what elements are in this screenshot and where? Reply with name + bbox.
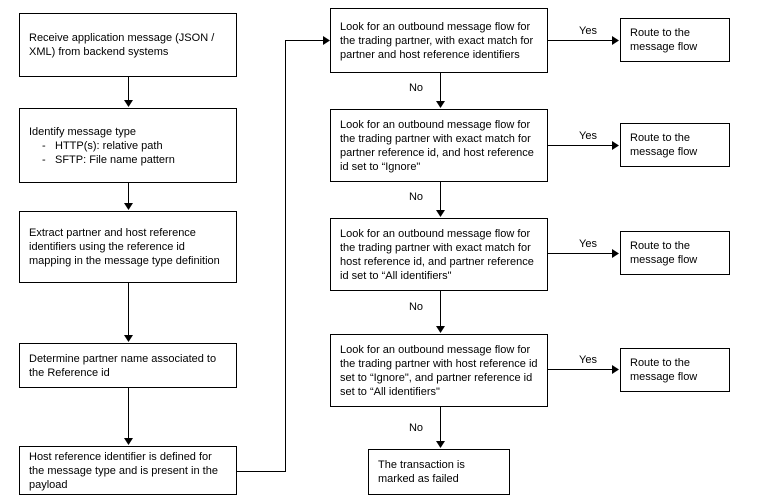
decision-exact-partner-host-match: Look for an outbound message flow for th…: [330, 8, 548, 73]
step-text: Receive application message (JSON / XML)…: [29, 32, 215, 58]
arrowhead: [124, 100, 133, 107]
route-to-message-flow-box: Route to the message flow: [620, 348, 730, 392]
step-text: Host reference identifier is defined for…: [29, 450, 218, 491]
arrowhead: [124, 438, 133, 445]
yes-label: Yes: [579, 354, 597, 366]
step-text: Determine partner name associated to the…: [29, 352, 217, 379]
step-text: Identify message type: [29, 125, 137, 138]
decision-text: Look for an outbound message flow for th…: [340, 343, 538, 398]
route-text: Route to the message flow: [630, 240, 698, 266]
route-text: Route to the message flow: [630, 132, 698, 158]
no-label: No: [408, 301, 424, 313]
decision-partner-match-host-ignore: Look for an outbound message flow for th…: [330, 109, 548, 182]
step-bullet: SFTP: File name pattern: [29, 153, 227, 167]
decision-text: Look for an outbound message flow for th…: [340, 20, 534, 61]
route-to-message-flow-box: Route to the message flow: [620, 231, 730, 275]
transaction-failed-box: The transaction is marked as failed: [368, 449, 510, 495]
arrowhead: [124, 335, 133, 342]
arrowhead: [436, 326, 445, 333]
no-label: No: [408, 191, 424, 203]
arrowhead: [612, 365, 619, 374]
step-extract-identifiers: Extract partner and host reference ident…: [19, 211, 237, 283]
connector-l5-d1: [237, 40, 323, 472]
arrowhead: [124, 203, 133, 210]
step-host-reference-defined: Host reference identifier is defined for…: [19, 446, 237, 495]
step-determine-partner-name: Determine partner name associated to the…: [19, 343, 237, 388]
step-identify-message-type: Identify message type HTTP(s): relative …: [19, 108, 237, 183]
decision-host-ignore-partner-all: Look for an outbound message flow for th…: [330, 334, 548, 407]
arrowhead: [612, 141, 619, 150]
decision-host-match-partner-all: Look for an outbound message flow for th…: [330, 218, 548, 291]
step-text: Extract partner and host reference ident…: [29, 227, 220, 267]
decision-text: Look for an outbound message flow for th…: [340, 118, 534, 173]
arrowhead: [436, 101, 445, 108]
arrowhead: [612, 36, 619, 45]
no-label: No: [408, 422, 424, 434]
route-to-message-flow-box: Route to the message flow: [620, 123, 730, 167]
arrowhead: [436, 210, 445, 217]
step-receive-message: Receive application message (JSON / XML)…: [19, 13, 237, 77]
arrowhead: [323, 36, 330, 45]
step-bullet: HTTP(s): relative path: [29, 139, 227, 153]
route-text: Route to the message flow: [630, 357, 698, 383]
decision-text: Look for an outbound message flow for th…: [340, 227, 534, 282]
yes-label: Yes: [579, 130, 597, 142]
arrowhead: [436, 441, 445, 448]
route-to-message-flow-box: Route to the message flow: [620, 18, 730, 62]
fail-text: The transaction is marked as failed: [378, 459, 465, 485]
yes-label: Yes: [579, 238, 597, 250]
yes-label: Yes: [579, 25, 597, 37]
arrowhead: [612, 249, 619, 258]
route-text: Route to the message flow: [630, 27, 698, 53]
no-label: No: [408, 82, 424, 94]
